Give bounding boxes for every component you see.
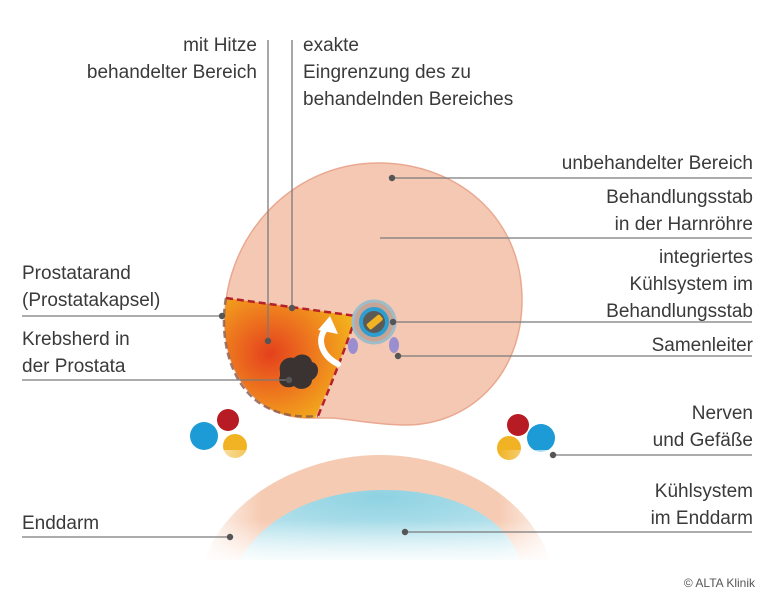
label-nerves: Nerven und Gefäße (653, 400, 753, 454)
label-untreated-line1: unbehandelter Bereich (561, 153, 753, 174)
label-boundary-line2: Eingrenzung des zu (303, 62, 471, 83)
leader-dot-untreated (388, 174, 396, 182)
leader-dot-rectum (226, 533, 234, 541)
nerve-bundle-left-red (217, 409, 239, 431)
label-rod-line2: in der Harnröhre (614, 214, 753, 235)
nerve-bundle-right-red (507, 414, 529, 436)
label-cooling-rod: integriertes Kühlsystem im Behandlungsst… (606, 244, 753, 325)
label-cooling-rod-line3: Behandlungsstab (606, 301, 753, 322)
capsule-boundary-line (222, 297, 319, 418)
label-cooling-rod-line1: integriertes (659, 247, 753, 268)
rod-heater (366, 314, 383, 330)
heat-arrow-head (318, 316, 338, 334)
leader-dot-rectum-cooling (401, 528, 409, 536)
leader-dot-nerves (549, 451, 557, 459)
leader-dot-vas (394, 352, 402, 360)
label-cooling-rod-line2: Kühlsystem im (629, 274, 753, 295)
leader-dot-cooling-rod (389, 318, 397, 326)
label-nerves-line1: Nerven (691, 403, 753, 424)
vas-deferens-left (348, 338, 358, 354)
nerve-bundle-left-blue (190, 422, 218, 450)
label-prostate-edge-line2: (Prostatakapsel) (22, 290, 161, 311)
label-rod: Behandlungsstab in der Harnröhre (606, 184, 753, 238)
label-cancer-line2: der Prostata (22, 356, 126, 377)
leader-dot-heat-area (264, 337, 272, 345)
label-cancer: Krebsherd in der Prostata (22, 326, 130, 380)
label-cancer-line1: Krebsherd in (22, 329, 130, 350)
leader-dot-prostate-edge (218, 312, 226, 320)
label-heat-area-line1: mit Hitze (183, 35, 257, 56)
label-rectum-cooling-line2: im Enddarm (650, 508, 753, 529)
label-prostate-edge: Prostatarand (Prostatakapsel) (22, 260, 160, 314)
label-heat-area: mit Hitze behandelter Bereich (87, 32, 257, 86)
label-prostate-edge-line1: Prostatarand (22, 263, 131, 284)
copyright-text: © ALTA Klinik (683, 576, 755, 590)
label-vas-line1: Samenleiter (651, 335, 753, 356)
label-boundary-line3: behandelnden Bereiches (303, 89, 514, 110)
label-boundary: exakte Eingrenzung des zu behandelnden B… (303, 32, 513, 113)
label-heat-area-line2: behandelter Bereich (86, 62, 257, 83)
label-rectum-line1: Enddarm (22, 513, 100, 534)
leader-dot-cancer (285, 376, 293, 384)
vas-deferens-right (389, 337, 399, 353)
rectum-fade-bottom (195, 520, 565, 565)
label-vas: Samenleiter (652, 332, 753, 359)
nerve-bundle-right-blue (527, 424, 555, 452)
label-untreated: unbehandelter Bereich (562, 150, 753, 177)
leader-dot-boundary (288, 304, 296, 312)
label-boundary-line1: exakte (303, 35, 359, 56)
label-nerves-line2: und Gefäße (652, 430, 753, 451)
label-rod-line1: Behandlungsstab (606, 187, 753, 208)
label-rectum-cooling-line1: Kühlsystem (654, 481, 753, 502)
label-rectum-cooling: Kühlsystem im Enddarm (651, 478, 753, 532)
label-rectum: Enddarm (22, 510, 99, 537)
